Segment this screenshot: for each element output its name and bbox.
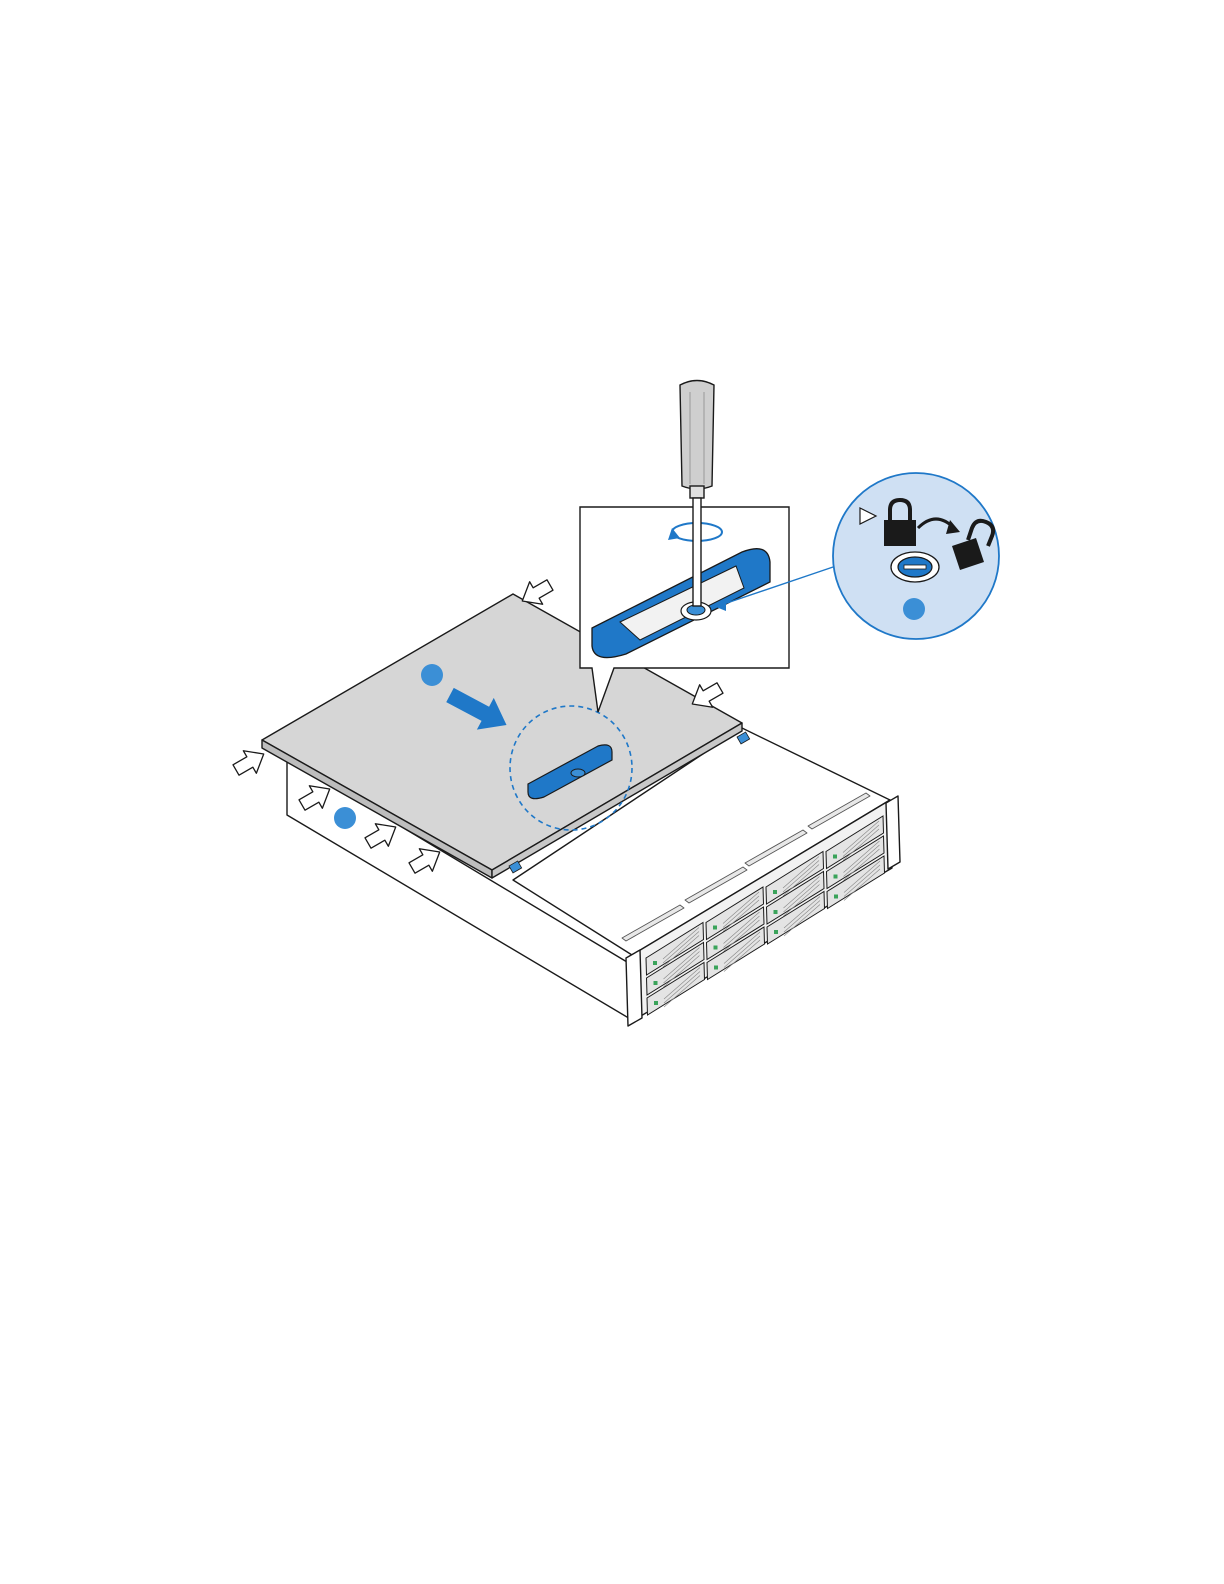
drive-led [713,926,717,930]
drive-led [654,1001,658,1005]
rack-ear-right [886,796,900,869]
callout-2 [334,807,356,829]
drive-led [834,895,838,899]
drive-led [833,855,837,859]
rack-ear-left [626,950,642,1026]
drive-led [774,930,778,934]
lock-detail-circle [833,473,999,639]
drive-led [714,946,718,950]
drive-led [774,910,778,914]
drive-led [714,966,718,970]
drive-led [834,875,838,879]
callout-3 [903,598,925,620]
callout-1 [421,664,443,686]
drive-led [773,890,777,894]
drive-led [653,961,657,965]
drive-led [654,981,658,985]
